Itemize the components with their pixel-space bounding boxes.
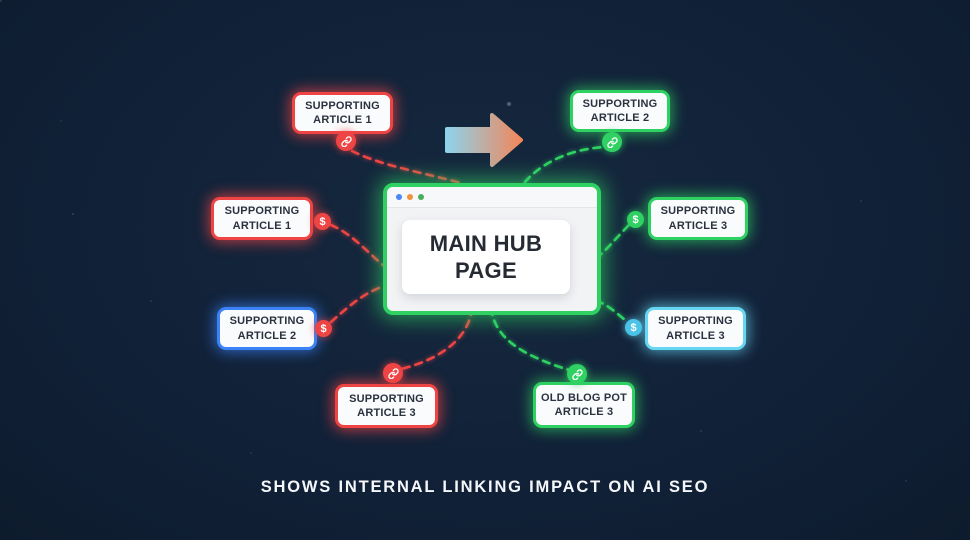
node-old-blog-post-bottom-right: OLD BLOG POT ARTICLE 3	[533, 382, 635, 428]
link-icon	[383, 363, 403, 383]
node-label: SUPPORTING	[658, 315, 733, 328]
node-label: SUPPORTING	[582, 97, 658, 110]
connector-top-right	[523, 145, 606, 184]
window-dot-green	[418, 194, 424, 200]
dollar-glyph: $	[320, 322, 327, 335]
node-label: ARTICLE 2	[590, 112, 650, 124]
main-hub-window: MAIN HUB PAGE	[383, 183, 601, 315]
node-label: SUPPORTING	[224, 205, 300, 218]
link-icon	[567, 364, 587, 384]
node-supporting-article-1-top-left: SUPPORTING ARTICLE 1	[292, 92, 393, 134]
node-label: SUPPORTING	[305, 99, 380, 112]
diagram-caption: SHOWS INTERNAL LINKING IMPACT ON AI SEO	[260, 478, 710, 496]
browser-title-bar	[387, 187, 597, 208]
hub-title-line1: MAIN HUB	[429, 230, 543, 256]
dollar-glyph: $	[632, 213, 639, 226]
node-supporting-article-2-lower-left: SUPPORTING ARTICLE 2	[217, 307, 317, 350]
node-supporting-article-2-top-right: SUPPORTING ARTICLE 2	[570, 90, 670, 132]
dollar-glyph: $	[630, 321, 637, 334]
connector-top-left	[350, 149, 463, 185]
dollar-icon: $	[627, 211, 644, 228]
node-label: SUPPORTING	[660, 205, 736, 218]
connector-bottom-right	[489, 306, 571, 372]
dollar-icon: $	[625, 319, 642, 336]
node-label: ARTICLE 1	[313, 114, 372, 126]
node-label: ARTICLE 3	[666, 329, 725, 342]
node-supporting-article-3-mid-right: SUPPORTING ARTICLE 3	[648, 197, 748, 240]
dollar-glyph: $	[319, 215, 326, 228]
node-label: ARTICLE 1	[232, 219, 292, 232]
node-supporting-article-3-bottom-left: SUPPORTING ARTICLE 3	[335, 384, 438, 428]
connector-mid-left	[329, 223, 386, 268]
node-label: ARTICLE 2	[237, 329, 297, 342]
node-label: OLD BLOG POT	[540, 391, 628, 404]
main-hub-page-card: MAIN HUB PAGE	[402, 220, 570, 294]
node-label: SUPPORTING	[229, 315, 305, 328]
node-label: ARTICLE 3	[357, 407, 416, 419]
connector-bottom-left	[399, 306, 474, 371]
node-supporting-article-3-lower-right: SUPPORTING ARTICLE 3	[645, 307, 746, 350]
flow-arrow	[445, 113, 523, 167]
node-label: SUPPORTING	[349, 392, 424, 405]
link-icon	[336, 131, 356, 151]
node-label: ARTICLE 3	[668, 219, 728, 232]
dollar-icon: $	[315, 320, 332, 337]
connector-lower-left	[329, 284, 386, 324]
node-supporting-article-1-mid-left: SUPPORTING ARTICLE 1	[211, 197, 313, 240]
node-label: ARTICLE 3	[554, 406, 614, 418]
dollar-icon: $	[314, 213, 331, 230]
link-icon	[602, 132, 622, 152]
hub-title-line2: PAGE	[455, 258, 517, 283]
background-specks	[0, 0, 2, 2]
window-dot-blue	[396, 194, 402, 200]
window-dot-orange	[407, 194, 413, 200]
